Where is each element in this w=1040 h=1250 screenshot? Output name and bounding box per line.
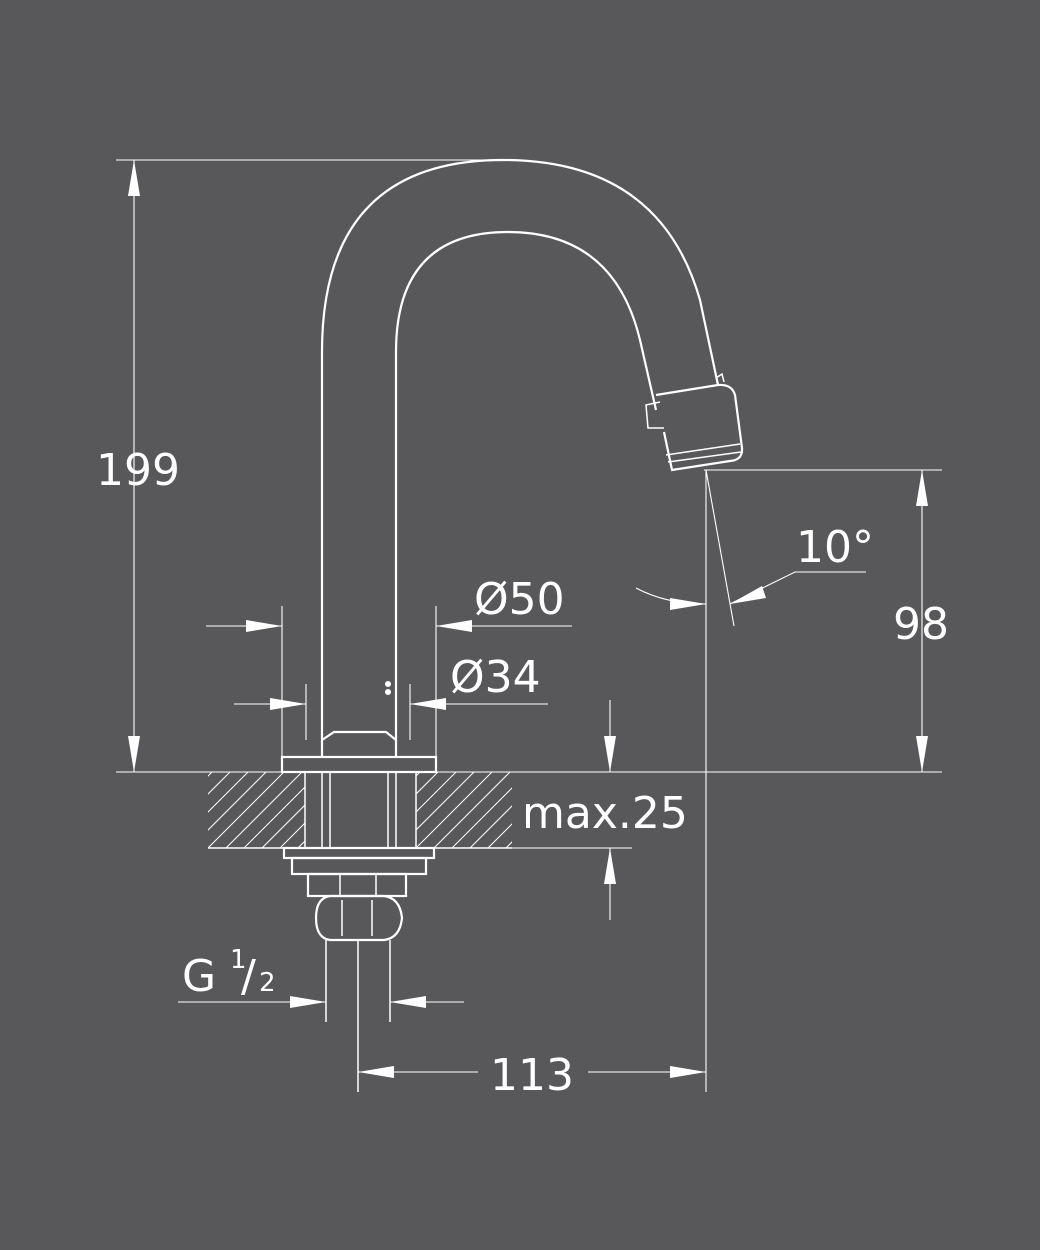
hatch-line [326,772,402,848]
hatch-line [208,772,267,831]
hatch-line [469,805,512,848]
hatch-line [297,840,305,848]
hatch-line [416,772,475,831]
faucet-spout [280,158,744,774]
mounting-fittings [282,771,436,1092]
base-diameter-label: Ø50 [474,574,565,625]
hatch-line [416,772,457,813]
spout-height-label: 98 [893,599,949,650]
hatch-line [416,772,421,777]
hatch-line [416,772,493,848]
thread-slash: / [241,951,256,1002]
spout-angle-label: 10° [796,522,874,573]
hatch-line [416,772,439,795]
countertop-section [118,772,512,849]
hatch-line [261,804,305,848]
hatch-line [433,772,511,848]
thread-denominator: 2 [259,968,276,998]
hatch-line [208,772,213,777]
hatch-line [451,787,512,848]
hatch-line [118,772,194,848]
hatch-line [279,822,305,848]
hatch-line [225,772,303,848]
projection-label: 113 [490,1050,574,1101]
hatch-line [208,772,249,813]
dimension-lines [116,159,942,1092]
hatch-line [487,823,512,848]
thread-numerator: 1 [230,945,247,975]
thread-size-label: G 1 / 2 [182,945,276,1002]
thread-letter: G [182,951,216,1002]
hatch-line [208,772,231,795]
hatch-line [208,772,285,848]
total-height-label: 199 [96,445,180,496]
pipe-diameter-label: Ø34 [450,652,541,703]
hatch-line [243,786,305,848]
max-thickness-label: max.25 [522,788,688,839]
